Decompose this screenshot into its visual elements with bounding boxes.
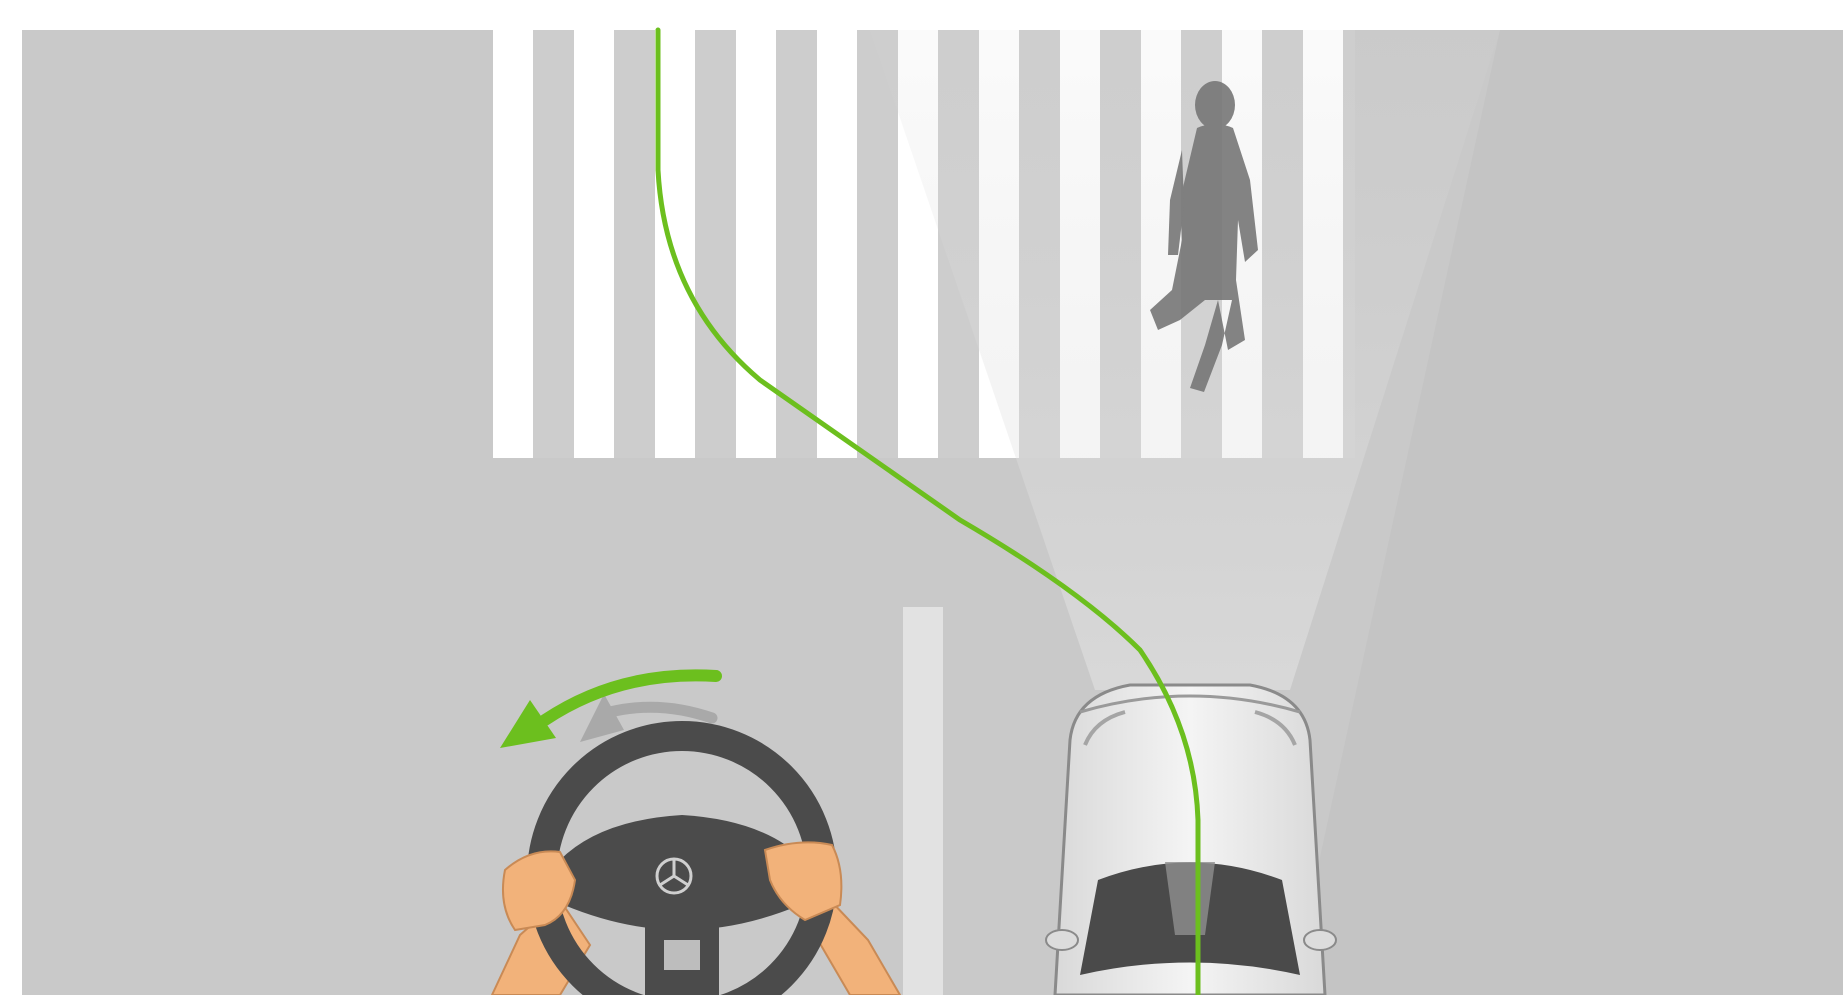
lane-marking xyxy=(903,607,943,995)
crosswalk-stripe xyxy=(655,30,695,458)
crosswalk-stripe xyxy=(574,30,614,458)
crosswalk-stripe xyxy=(493,30,533,458)
crosswalk-stripe xyxy=(817,30,857,458)
car-topview-icon xyxy=(1046,685,1336,995)
right-mirror xyxy=(1304,930,1336,950)
crosswalk-stripe xyxy=(736,30,776,458)
left-mirror xyxy=(1046,930,1078,950)
